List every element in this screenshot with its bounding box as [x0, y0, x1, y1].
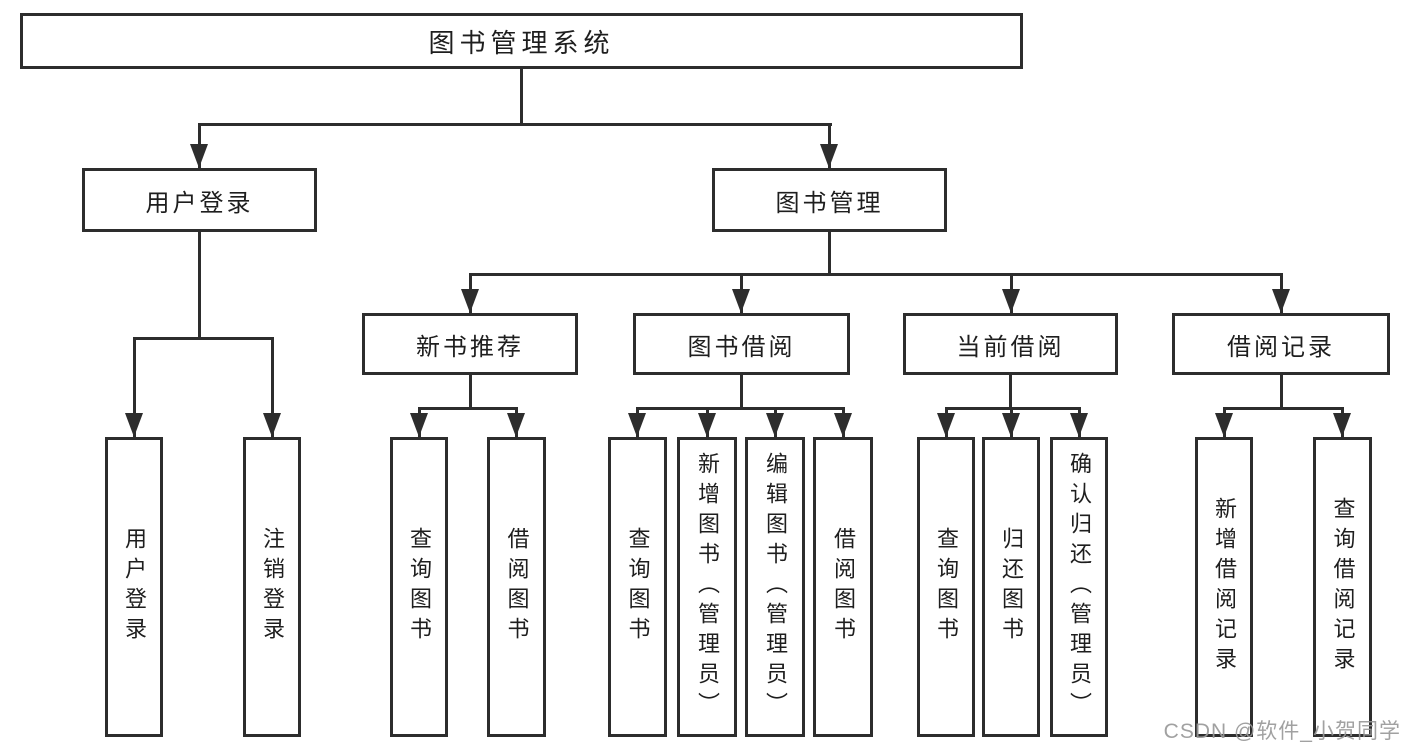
- leaf-query-borrow-record: 查询借阅记录: [1313, 437, 1372, 737]
- arrowhead-down-icon: [937, 413, 955, 437]
- leaf-borrow-books: 借阅图书: [813, 437, 873, 737]
- arrowhead-down-icon: [1002, 413, 1020, 437]
- arrowhead-down-icon: [628, 413, 646, 437]
- leaf-return-books: 归还图书: [982, 437, 1040, 737]
- connector-line: [828, 232, 831, 273]
- leaf-add-borrow-record: 新增借阅记录: [1195, 437, 1253, 737]
- leaf-user-login: 用户登录: [105, 437, 163, 737]
- connector-line: [418, 407, 518, 410]
- arrowhead-down-icon: [698, 413, 716, 437]
- arrowhead-down-icon: [461, 289, 479, 313]
- arrowhead-down-icon: [834, 413, 852, 437]
- leaf-borrow-books-recommend: 借阅图书: [487, 437, 546, 737]
- arrowhead-down-icon: [1070, 413, 1088, 437]
- leaf-logout: 注销登录: [243, 437, 301, 737]
- connector-line: [1223, 407, 1344, 410]
- arrowhead-down-icon: [820, 144, 838, 168]
- leaf-query-books-current: 查询图书: [917, 437, 975, 737]
- arrowhead-down-icon: [1272, 289, 1290, 313]
- leaf-query-books-borrowing: 查询图书: [608, 437, 667, 737]
- leaf-edit-books-admin: 编辑图书（管理员）: [745, 437, 805, 737]
- arrowhead-down-icon: [190, 144, 208, 168]
- node-user-login: 用户登录: [82, 168, 317, 232]
- arrowhead-down-icon: [732, 289, 750, 313]
- node-borrowing-records: 借阅记录: [1172, 313, 1390, 375]
- connector-line: [469, 375, 472, 407]
- connector-line: [1009, 375, 1012, 407]
- connector-line: [945, 407, 1081, 410]
- leaf-query-books-recommend: 查询图书: [390, 437, 448, 737]
- node-new-book-recommendation: 新书推荐: [362, 313, 578, 375]
- arrowhead-down-icon: [1333, 413, 1351, 437]
- arrow-stem: [271, 337, 274, 437]
- arrowhead-down-icon: [766, 413, 784, 437]
- node-book-borrowing: 图书借阅: [633, 313, 850, 375]
- arrow-stem: [133, 337, 136, 437]
- arrowhead-down-icon: [125, 413, 143, 437]
- leaf-confirm-return-admin: 确认归还（管理员）: [1050, 437, 1108, 737]
- connector-line: [1280, 375, 1283, 407]
- arrowhead-down-icon: [410, 413, 428, 437]
- connector-line: [198, 123, 832, 126]
- csdn-watermark: CSDN @软件_小贺同学: [1163, 720, 1401, 743]
- connector-line: [740, 375, 743, 407]
- arrowhead-down-icon: [507, 413, 525, 437]
- leaf-add-books-admin: 新增图书（管理员）: [677, 437, 737, 737]
- arrowhead-down-icon: [1215, 413, 1233, 437]
- node-book-management: 图书管理: [712, 168, 947, 232]
- node-library-management-system: 图书管理系统: [20, 13, 1023, 69]
- connector-line: [133, 337, 274, 340]
- node-current-borrowing: 当前借阅: [903, 313, 1118, 375]
- connector-line: [520, 69, 523, 123]
- arrowhead-down-icon: [1002, 289, 1020, 313]
- connector-line: [198, 232, 201, 337]
- connector-line: [469, 273, 1283, 276]
- arrowhead-down-icon: [263, 413, 281, 437]
- connector-line: [636, 407, 845, 410]
